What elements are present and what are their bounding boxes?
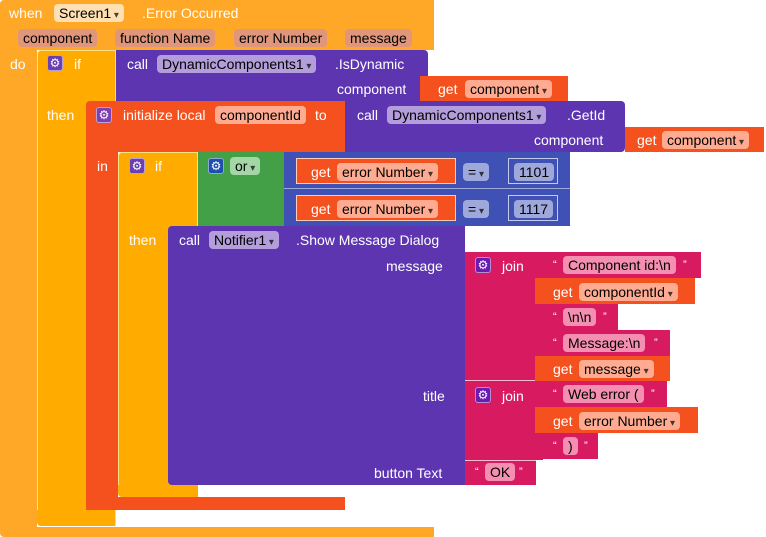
if-label: if [74, 56, 81, 72]
local-var-name[interactable]: componentId [215, 106, 306, 124]
join-label: join [502, 388, 524, 404]
init-local-label: initialize local [123, 107, 206, 123]
open-quote-icon: “ [553, 440, 557, 452]
when-label: when [9, 5, 43, 21]
show-message-dialog-block[interactable] [168, 226, 465, 485]
text-value[interactable]: Component id:\n [563, 256, 676, 274]
gear-icon[interactable]: ⚙ [475, 257, 491, 273]
init-local-body [86, 152, 118, 510]
text-value[interactable]: Message:\n [563, 334, 646, 352]
var-dropdown[interactable]: error Number [337, 163, 439, 181]
gear-icon[interactable]: ⚙ [47, 55, 63, 71]
number-value[interactable]: 1101 [514, 163, 555, 181]
arg-label: component [534, 132, 604, 148]
component-dropdown[interactable]: Screen1 [54, 4, 124, 22]
method-name: .GetId [567, 107, 606, 123]
gear-icon[interactable]: ⚙ [475, 387, 491, 403]
var-dropdown[interactable]: error Number [579, 412, 681, 430]
open-quote-icon: “ [553, 337, 557, 349]
close-quote-icon: ” [584, 440, 588, 452]
var-dropdown[interactable]: component [465, 80, 553, 98]
notifier-dropdown[interactable]: Notifier1 [209, 231, 279, 249]
param-message[interactable]: message [345, 29, 412, 47]
operator-dropdown[interactable]: = [463, 200, 489, 218]
close-quote-icon: ” [603, 311, 607, 323]
call-label: call [127, 56, 149, 72]
arg-label: component [337, 81, 407, 97]
close-quote-icon: ” [651, 388, 655, 400]
close-quote-icon: ” [683, 259, 687, 271]
get-label: get [637, 132, 657, 148]
var-dropdown[interactable]: component [662, 131, 750, 149]
get-label: get [553, 361, 573, 377]
inner-if-bottom [118, 485, 198, 497]
then-label: then [129, 232, 157, 248]
get-label: get [438, 81, 458, 97]
dynamic-components-dropdown[interactable]: DynamicComponents1 [387, 106, 547, 124]
event-footer [0, 527, 434, 537]
var-dropdown[interactable]: message [579, 360, 654, 378]
call-label: call [357, 107, 379, 123]
do-label: do [10, 56, 26, 72]
open-quote-icon: “ [553, 311, 557, 323]
init-local-bottom [86, 497, 345, 510]
get-label: get [311, 201, 331, 217]
or-dropdown[interactable]: or [230, 157, 261, 175]
then-label: then [47, 107, 75, 123]
title-arg-label: title [423, 388, 445, 404]
open-quote-icon: “ [553, 388, 557, 400]
close-quote-icon: ” [519, 466, 523, 478]
param-component[interactable]: component [18, 29, 98, 47]
param-function-name[interactable]: function Name [115, 29, 216, 47]
gear-icon[interactable]: ⚙ [96, 107, 112, 123]
get-label: get [553, 413, 573, 429]
join-label: join [502, 258, 524, 274]
var-dropdown[interactable]: componentId [579, 283, 678, 301]
message-join-block[interactable] [465, 252, 543, 381]
number-value[interactable]: 1117 [514, 200, 554, 218]
method-name: .IsDynamic [335, 56, 405, 72]
if-label: if [155, 158, 162, 174]
close-quote-icon: ” [654, 337, 658, 349]
to-label: to [315, 107, 327, 123]
event-body-left [0, 50, 37, 528]
button-text-arg-label: button Text [374, 465, 443, 481]
open-quote-icon: “ [553, 259, 557, 271]
call-label: call [179, 232, 201, 248]
gear-icon[interactable]: ⚙ [208, 158, 224, 174]
operator-dropdown[interactable]: = [463, 163, 489, 181]
outer-if-bottom [37, 510, 115, 526]
var-dropdown[interactable]: error Number [337, 200, 439, 218]
message-arg-label: message [386, 258, 443, 274]
text-value[interactable]: ) [563, 437, 578, 455]
in-label: in [97, 158, 108, 174]
event-name: .Error Occurred [142, 5, 239, 21]
open-quote-icon: “ [475, 466, 479, 478]
text-value[interactable]: \n\n [563, 308, 597, 326]
text-value[interactable]: OK [485, 463, 516, 481]
event-block-error-occurred[interactable] [0, 0, 434, 537]
method-name: .Show Message Dialog [296, 232, 440, 248]
gear-icon[interactable]: ⚙ [129, 158, 145, 174]
dynamic-components-dropdown[interactable]: DynamicComponents1 [157, 55, 317, 73]
param-error-number[interactable]: error Number [234, 29, 328, 47]
get-label: get [553, 284, 573, 300]
text-value[interactable]: Web error ( [563, 385, 644, 403]
get-label: get [311, 164, 331, 180]
